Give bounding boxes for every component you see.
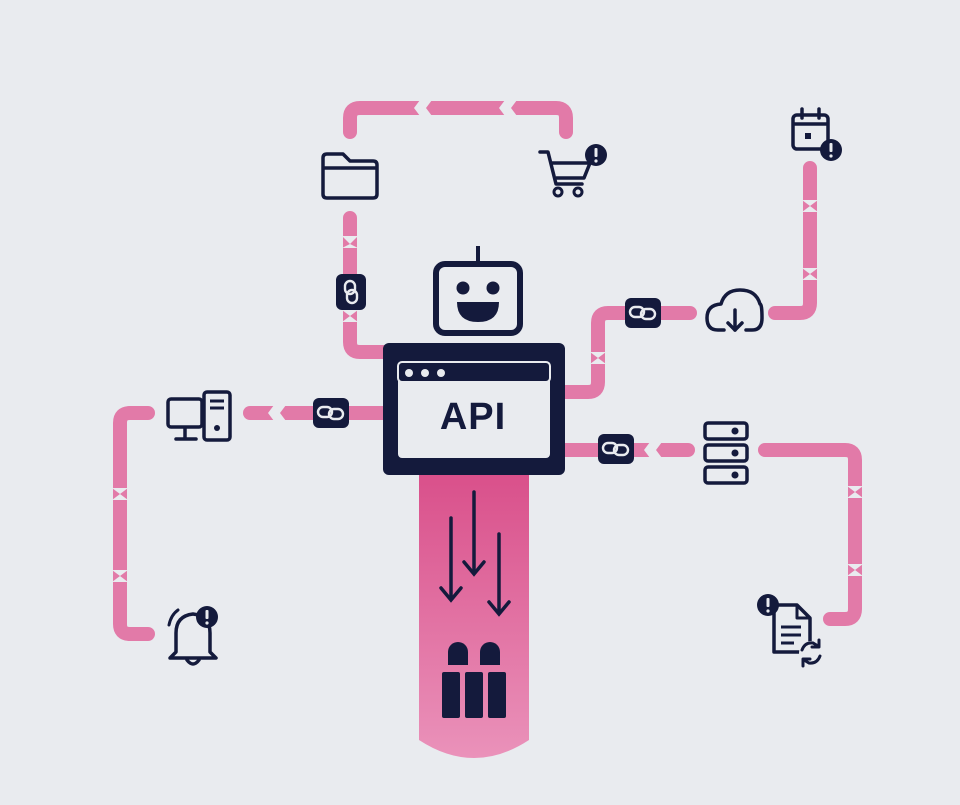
arrows-group [439,490,511,617]
arrow-down-icon [462,490,486,577]
link-icon [598,434,634,464]
link-icon [625,298,661,328]
alert-badge-icon [757,594,779,616]
notification-bell-icon [167,608,218,666]
link-icon [313,398,349,428]
link-badges [313,274,661,464]
shopping-cart-icon [538,150,592,198]
api-label: API [439,395,507,438]
desktop-computer-icon [166,390,232,442]
alert-badge-icon [820,139,842,161]
connector-folder-api [343,211,391,359]
server-icon [703,421,749,485]
api-window-icon [383,343,565,475]
calendar-icon [791,107,830,151]
arrow-down-icon [487,532,511,617]
document-sync-icon [772,603,823,668]
alert-badge-icon [585,144,607,166]
alert-badge-icon [196,606,218,628]
connector-cloud-calendar [768,161,817,320]
gift-icon [442,642,506,718]
cloud-download-icon [705,288,764,332]
link-icon [336,274,366,310]
connector-server-document [758,443,862,626]
robot-icon [433,246,523,336]
connector-folder-cart [343,101,573,139]
connector-computer-bell [113,406,155,641]
folder-icon [321,152,379,200]
arrow-down-icon [439,516,463,603]
connector-gaps [112,100,863,582]
